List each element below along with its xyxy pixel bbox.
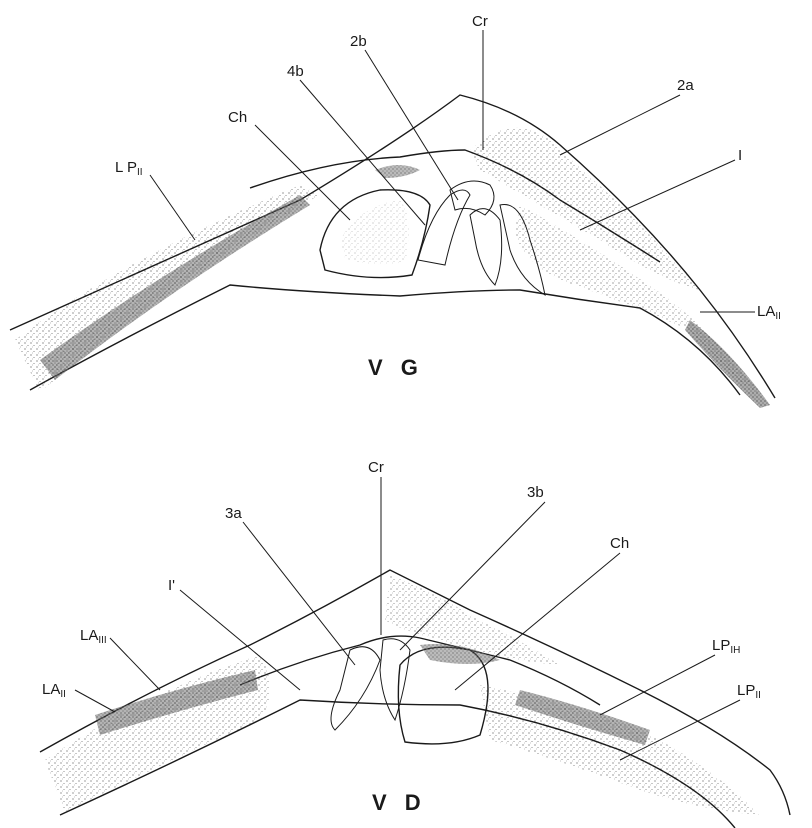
leader-top-2b <box>365 50 458 200</box>
leader-bottom-la2 <box>75 690 115 712</box>
top-chamber-stipple <box>340 200 409 264</box>
top-left-muscle-dark <box>40 195 310 380</box>
bottom-sclerite-3a <box>331 647 380 730</box>
panel-title-vd: V D <box>372 790 427 815</box>
leader-top-lp <box>150 175 195 240</box>
leader-bottom-la3 <box>110 638 160 690</box>
label-top-4b: 4b <box>287 63 304 80</box>
bottom-cavity-roof <box>240 636 600 705</box>
label-top-i: I <box>738 147 742 164</box>
label-top-2a: 2a <box>677 77 694 94</box>
label-bottom-la3: LAIII <box>80 627 107 646</box>
panel-title-vg: V G <box>368 355 424 380</box>
label-bottom-ch: Ch <box>610 535 629 552</box>
bottom-panel-vd: LAII LAIII I' 3a Cr 3b Ch LPIH LPII V D <box>40 459 790 828</box>
label-top-la: LAII <box>757 303 781 322</box>
label-top-2b: 2b <box>350 33 367 50</box>
label-bottom-la2: LAII <box>42 681 66 700</box>
label-bottom-i-prime: I' <box>168 577 175 594</box>
leader-top-2a <box>560 95 680 155</box>
label-bottom-3b: 3b <box>527 484 544 501</box>
top-tail-dark <box>685 320 770 408</box>
top-dark-fold <box>375 165 420 178</box>
label-top-cr: Cr <box>472 13 488 30</box>
top-sclerite-central <box>470 209 502 285</box>
label-bottom-lp2: LPII <box>737 682 761 701</box>
top-panel-vg: L PII Ch 4b 2b Cr 2a I LAII V G <box>10 13 781 408</box>
leader-bottom-lp1 <box>600 655 715 715</box>
leader-top-4b <box>300 80 425 225</box>
leader-bottom-3a <box>243 522 355 665</box>
label-top-ch: Ch <box>228 109 247 126</box>
label-bottom-3a: 3a <box>225 505 242 522</box>
label-bottom-lp1: LPIH <box>712 637 740 656</box>
bottom-sclerite-3b <box>380 639 410 720</box>
label-bottom-cr: Cr <box>368 459 384 476</box>
label-top-lp: L PII <box>115 159 143 178</box>
